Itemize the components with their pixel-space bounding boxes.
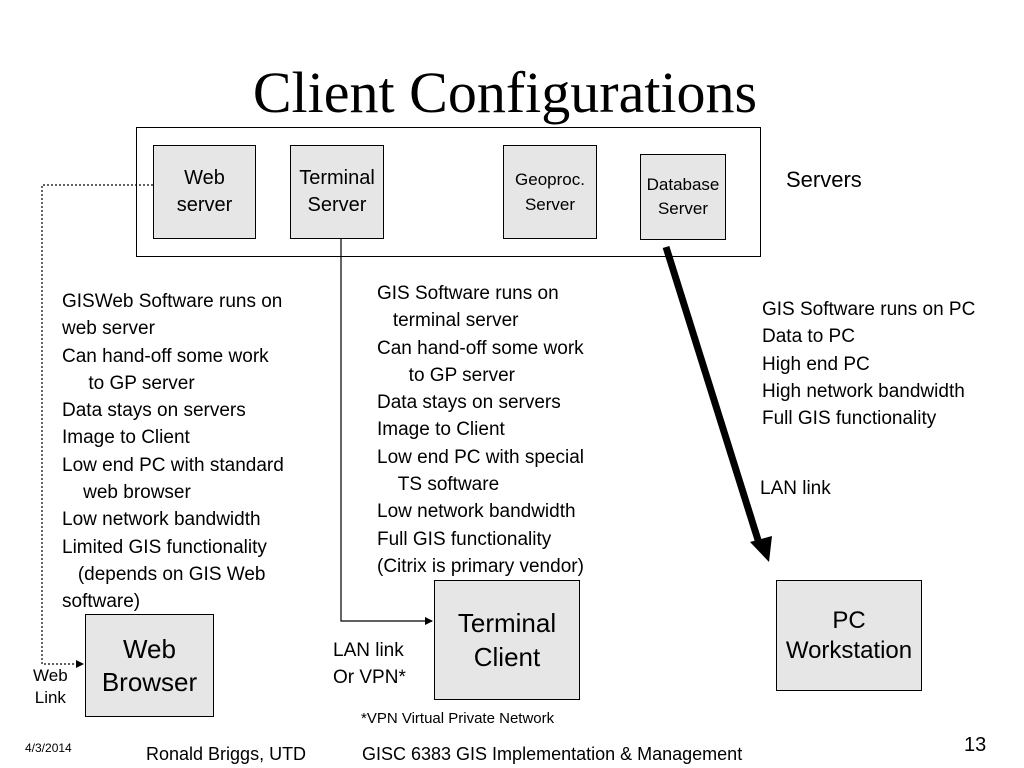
database-server-box: Database Server	[640, 154, 726, 240]
pc-config-description: GIS Software runs on PC Data to PC High en…	[762, 296, 975, 432]
description-line: Full GIS functionality	[762, 408, 937, 430]
slide-title: Client Configurations	[252, 60, 758, 125]
web-browser-box: Web Browser	[85, 614, 214, 717]
description-line: Image to Client	[377, 419, 505, 441]
lan-thick-arrow-head	[750, 536, 772, 562]
description-line: to GP server	[377, 364, 515, 386]
description-line: Low network bandwidth	[377, 501, 576, 523]
footer-author: Ronald Briggs, UTD	[146, 744, 307, 764]
web-server-label: Web server	[176, 167, 233, 216]
database-server-label: Database Server	[646, 175, 720, 218]
description-line: Data stays on servers	[62, 400, 246, 422]
lan-thick-arrow-shaft	[662, 245, 762, 542]
description-line: High end PC	[762, 353, 870, 375]
description-line: High network bandwidth	[762, 380, 965, 402]
description-line: (depends on GIS Web	[62, 563, 266, 585]
description-line: Data to PC	[762, 326, 855, 348]
description-line: GISWeb Software runs on	[62, 291, 283, 312]
terminal-link-line	[340, 239, 433, 625]
footer-date: 4/3/2014	[25, 741, 72, 755]
servers-label: Servers	[786, 167, 862, 192]
description-line: web server	[62, 318, 155, 340]
description-line: Low network bandwidth	[62, 509, 261, 531]
description-line: Low end PC with standard	[62, 454, 284, 476]
description-line: Can hand-off some work	[377, 337, 584, 359]
description-line: terminal server	[377, 310, 519, 332]
geoproc-server-label: Geoproc. Server	[515, 170, 585, 214]
terminal-server-box: Terminal Server	[290, 145, 384, 239]
terminal-server-label: Terminal Server	[299, 167, 375, 216]
pc-workstation-box: PC Workstation	[776, 580, 922, 691]
page-number: 13	[964, 734, 987, 756]
lan-vpn-label: LAN link Or VPN*	[333, 640, 406, 688]
web-link-dotted-line	[41, 184, 153, 668]
vpn-footnote: *VPN Virtual Private Network	[361, 710, 555, 727]
description-line: Full GIS functionality	[377, 528, 552, 550]
geoproc-server-box: Geoproc. Server	[503, 145, 597, 239]
description-line: GIS Software runs on PC	[762, 299, 976, 320]
footer-course: GISC 6383 GIS Implementation & Managemen…	[362, 744, 743, 764]
description-line: TS software	[377, 474, 500, 496]
web-server-box: Web server	[153, 145, 256, 239]
web-browser-label: Web Browser	[101, 633, 198, 697]
web-link-label: Web Link	[33, 666, 68, 707]
description-line: software)	[62, 591, 141, 613]
description-line: Image to Client	[62, 427, 190, 449]
terminal-client-label: Terminal Client	[457, 608, 557, 672]
description-line: Low end PC with special	[377, 446, 584, 468]
description-line: web browser	[62, 482, 191, 504]
description-line: Data stays on servers	[377, 392, 561, 414]
pc-workstation-label: PC Workstation	[785, 606, 913, 664]
description-line: Limited GIS functionality	[62, 536, 267, 558]
description-line: GIS Software runs on	[377, 283, 559, 304]
description-line: (Citrix is primary vendor)	[377, 555, 584, 577]
lan-link-label: LAN link	[760, 478, 831, 499]
description-line: to GP server	[62, 372, 195, 394]
description-line: Can hand-off some work	[62, 345, 269, 367]
terminal-client-box: Terminal Client	[434, 580, 580, 700]
